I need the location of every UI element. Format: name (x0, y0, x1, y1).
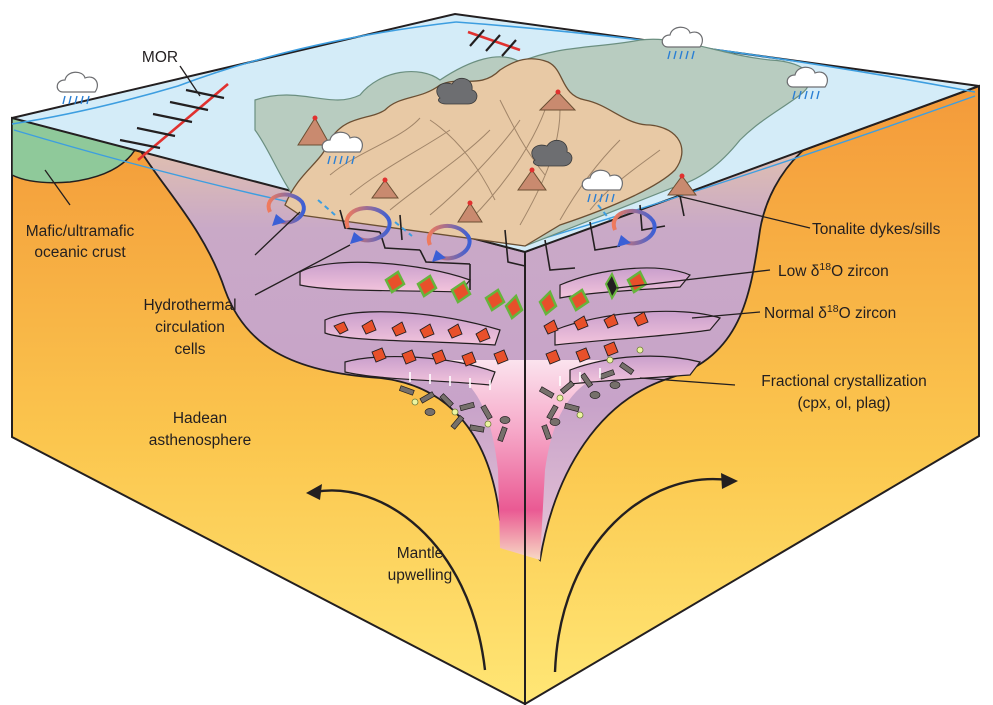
hydrothermal-label-line2: circulation (155, 319, 225, 336)
mantle-upwelling-label-line1: Mantle (397, 545, 444, 562)
hadean-label-line1: Hadean (173, 410, 227, 427)
hadean-label-line2: asthenosphere (149, 432, 252, 449)
tonalite-label: Tonalite dykes/sills (812, 221, 941, 238)
mafic-crust-label-line1: Mafic/ultramafic (26, 223, 135, 240)
mafic-crust-label-line2: oceanic crust (34, 244, 126, 261)
fractional-crystallization-label-line2: (cpx, ol, plag) (797, 395, 890, 412)
mantle-upwelling-label-line2: upwelling (388, 567, 453, 584)
hydrothermal-label-line3: cells (174, 341, 205, 358)
fractional-crystallization-label-line1: Fractional crystallization (761, 373, 926, 390)
hydrothermal-label-line1: Hydrothermal (143, 297, 236, 314)
mor-label: MOR (142, 49, 178, 66)
low-d18o-zircon-label: Low δ18O zircon (778, 261, 889, 280)
